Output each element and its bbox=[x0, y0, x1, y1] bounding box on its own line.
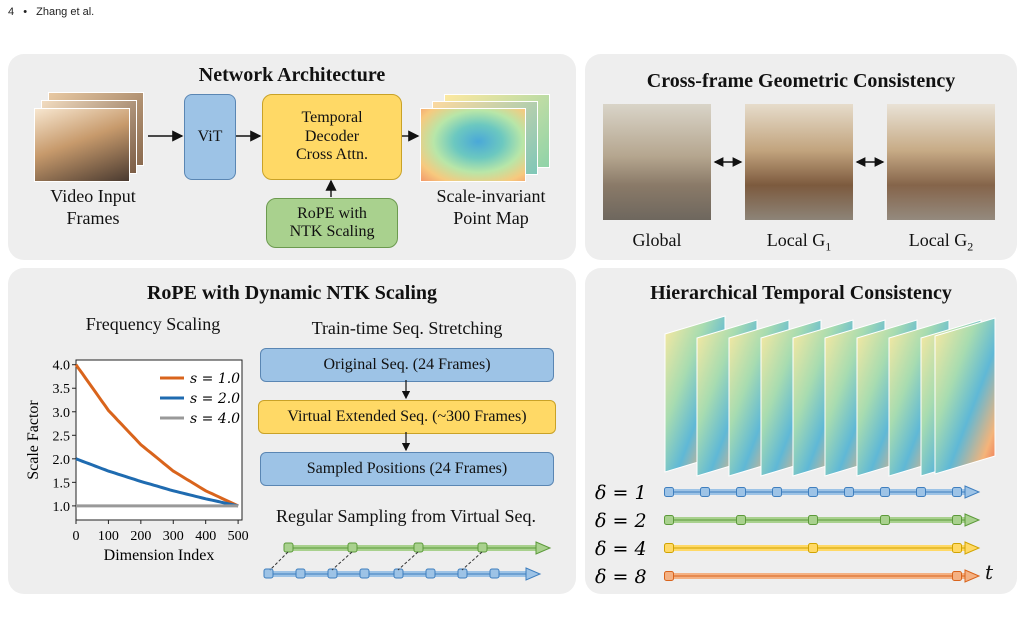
network-arrows bbox=[8, 54, 576, 260]
delta-node bbox=[953, 572, 962, 581]
delta-node bbox=[809, 516, 818, 525]
rope-panel: RoPE with Dynamic NTK Scaling Frequency … bbox=[8, 268, 576, 594]
delta-node bbox=[845, 488, 854, 497]
local-g1-label: Local G1 bbox=[745, 230, 853, 254]
delta-node bbox=[737, 516, 746, 525]
delta-arrowhead bbox=[965, 514, 979, 526]
virtual-seq-arrowhead bbox=[536, 542, 550, 554]
delta-timelines: δ = 1 δ = 2 δ = 4 δ = 8 bbox=[585, 268, 1017, 594]
separator: • bbox=[23, 6, 27, 18]
hierarchical-panel: Hierarchical Temporal Consistency t bbox=[585, 268, 1017, 594]
delta-node bbox=[917, 488, 926, 497]
delta-node bbox=[665, 572, 674, 581]
sampled-node bbox=[264, 569, 273, 578]
running-head: 4 • Zhang et al. bbox=[8, 6, 94, 18]
local-g1-text: Local G bbox=[767, 230, 825, 250]
sampling-link bbox=[462, 552, 482, 570]
virtual-node bbox=[348, 543, 357, 552]
sampled-node bbox=[360, 569, 369, 578]
sampled-node bbox=[458, 569, 467, 578]
delta-node bbox=[665, 488, 674, 497]
global-label: Global bbox=[603, 230, 711, 252]
virtual-node bbox=[478, 543, 487, 552]
sampled-node bbox=[490, 569, 499, 578]
virtual-node bbox=[284, 543, 293, 552]
local-g2-label: Local G2 bbox=[887, 230, 995, 254]
sampled-node bbox=[328, 569, 337, 578]
delta-node bbox=[953, 544, 962, 553]
delta-node bbox=[953, 488, 962, 497]
local-g2-text: Local G bbox=[909, 230, 967, 250]
delta-node bbox=[665, 516, 674, 525]
delta-label: δ = 4 bbox=[595, 538, 647, 560]
virtual-node bbox=[414, 543, 423, 552]
delta-node bbox=[809, 544, 818, 553]
delta-node bbox=[881, 516, 890, 525]
local-g1-sub: 1 bbox=[825, 240, 831, 254]
sampled-seq-arrowhead bbox=[526, 568, 540, 580]
delta-node bbox=[665, 544, 674, 553]
delta-arrowhead bbox=[965, 570, 979, 582]
local-g2-sub: 2 bbox=[967, 240, 973, 254]
delta-node bbox=[881, 488, 890, 497]
delta-node bbox=[773, 488, 782, 497]
sampling-link bbox=[398, 552, 418, 570]
delta-node bbox=[701, 488, 710, 497]
cross-frame-panel: Cross-frame Geometric Consistency Global… bbox=[585, 54, 1017, 260]
sampling-link bbox=[270, 552, 288, 570]
delta-node bbox=[953, 516, 962, 525]
sampled-node bbox=[296, 569, 305, 578]
network-architecture-panel: Network Architecture Video Input Frames … bbox=[8, 54, 576, 260]
delta-arrowhead bbox=[965, 542, 979, 554]
stretch-diagram bbox=[8, 268, 576, 594]
delta-node bbox=[737, 488, 746, 497]
delta-label: δ = 2 bbox=[595, 510, 647, 532]
authors: Zhang et al. bbox=[36, 6, 94, 18]
page-number: 4 bbox=[8, 6, 14, 18]
sampling-link bbox=[332, 552, 352, 570]
sampled-node bbox=[426, 569, 435, 578]
sampled-node bbox=[394, 569, 403, 578]
delta-label: δ = 8 bbox=[595, 566, 647, 588]
delta-node bbox=[809, 488, 818, 497]
delta-label: δ = 1 bbox=[595, 482, 647, 504]
global-label-text: Global bbox=[633, 230, 682, 250]
delta-arrowhead bbox=[965, 486, 979, 498]
